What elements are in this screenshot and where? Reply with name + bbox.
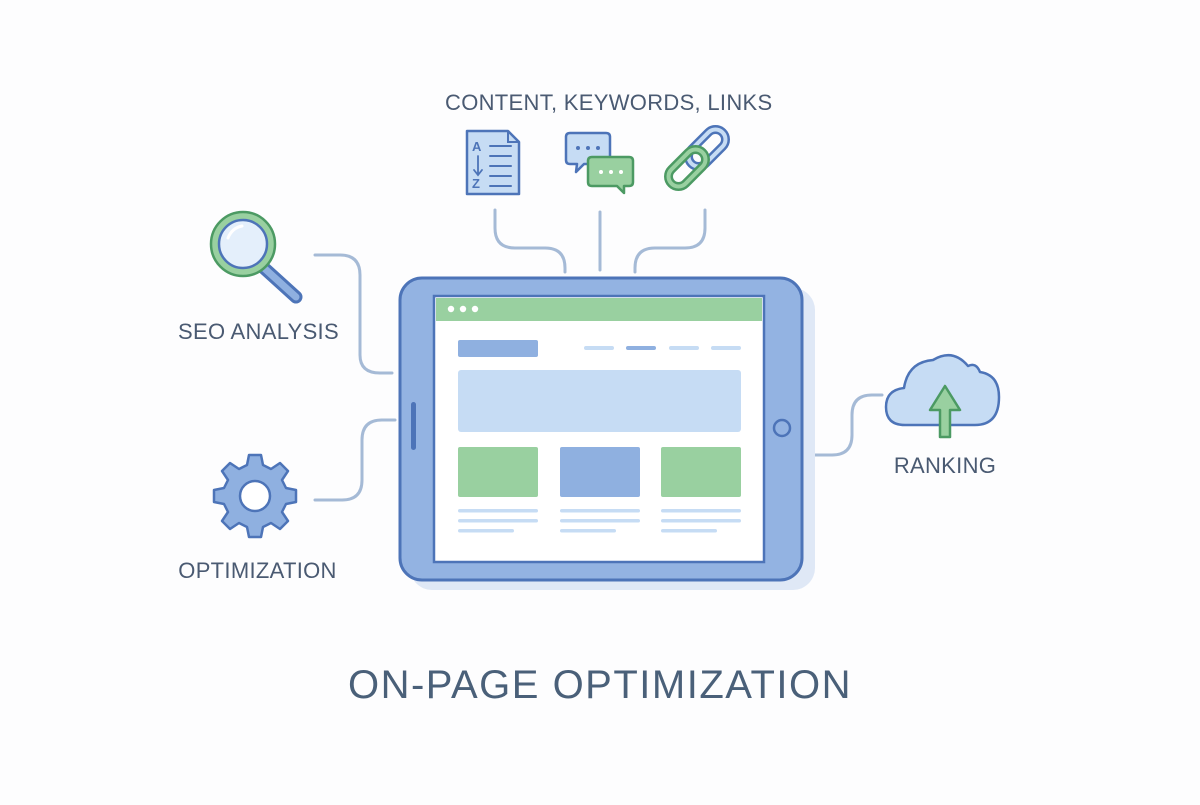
browser-dot: [447, 305, 455, 313]
content-keywords-links-label: CONTENT, KEYWORDS, LINKS: [445, 90, 773, 115]
browser-dot: [471, 305, 479, 313]
page-nav-line: [669, 346, 699, 350]
tablet-side-button: [411, 402, 416, 450]
page-nav-line: [711, 346, 741, 350]
magnifier-icon: [209, 210, 303, 304]
page-nav-line: [626, 346, 656, 350]
optimization-label: OPTIMIZATION: [178, 558, 337, 583]
page-nav-line: [584, 346, 614, 350]
tablet-home-button: [772, 418, 792, 438]
gear-icon: [212, 453, 298, 539]
connector-lines: [313, 208, 884, 502]
chain-link-icon: [664, 125, 730, 191]
browser-bar: [436, 298, 762, 321]
connector-optimization: [313, 418, 397, 502]
page-card: [661, 447, 741, 497]
page-hero-block: [458, 370, 741, 432]
page-logo-block: [458, 340, 538, 357]
page-card: [560, 447, 640, 497]
svg-text:A: A: [472, 139, 482, 154]
tablet-device: [398, 276, 815, 590]
connector-seo: [313, 253, 394, 375]
connector-ranking: [806, 393, 884, 457]
connector-link: [633, 208, 707, 274]
connector-sorted-list: [493, 208, 567, 274]
page-card: [458, 447, 538, 497]
page-text-lines: [458, 509, 741, 533]
ranking-label: RANKING: [893, 453, 997, 478]
seo-analysis-label: SEO ANALYSIS: [178, 319, 339, 344]
cloud-upload-icon: [884, 353, 1001, 439]
browser-dot: [459, 305, 467, 313]
svg-text:Z: Z: [472, 176, 480, 191]
diagram-title: ON-PAGE OPTIMIZATION: [347, 663, 853, 707]
a-to-z-list-icon: A Z: [465, 129, 521, 196]
chat-bubbles-icon: [564, 131, 635, 195]
